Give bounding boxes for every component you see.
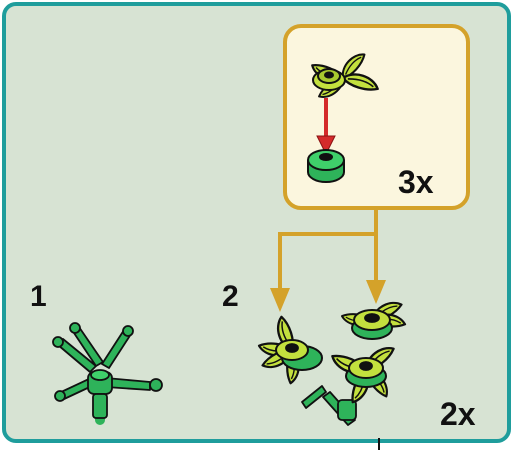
step-number-2: 2 bbox=[222, 280, 239, 313]
step-number-1: 1 bbox=[30, 280, 47, 313]
flower-assembly-icon bbox=[256, 298, 408, 426]
callout-connector bbox=[270, 210, 386, 312]
round-plate-icon bbox=[307, 149, 345, 183]
stem-piece-icon bbox=[52, 322, 163, 425]
leaf-plate-icon bbox=[308, 49, 382, 102]
subassembly-multiplier: 3x bbox=[398, 164, 434, 200]
down-arrow-icon bbox=[316, 98, 336, 156]
step-multiplier: 2x bbox=[440, 396, 476, 432]
